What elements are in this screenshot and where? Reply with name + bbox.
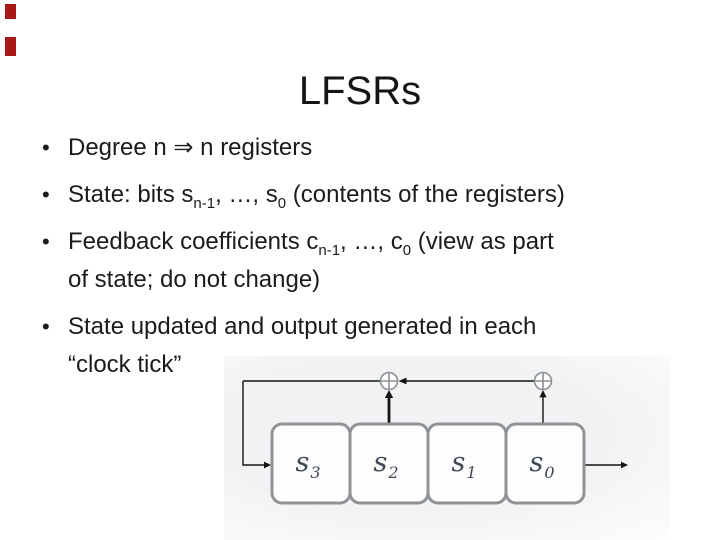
arrow-into-left-xor [398,377,407,385]
arrow-up-left-xor [384,390,394,398]
bullet-text: Feedback coefficients cn-1, …, c0 (view … [68,228,554,293]
wire-feedback-left [242,381,265,466]
bullet-glyph: • [42,135,50,160]
bullet-glyph: • [42,314,50,339]
feedback-wires [242,380,622,466]
register-label-s1: s1 [451,447,476,482]
xor-icon-left [379,371,399,391]
xor-gates [379,371,553,391]
register-boxes [270,422,586,505]
bullet-item-feedback-coefficients: • Feedback coefficients cn-1, …, c0 (view… [42,223,678,299]
arrow-up-right-xor [539,390,547,398]
bullet-text: State: bits sn-1, …, s0 (contents of the… [68,181,565,212]
red-edge-marker-bottom [5,37,16,56]
red-edge-marker-top [5,4,16,19]
bullet-text: State updated and output generated in ea… [68,313,537,378]
arrow-into-s3 [264,461,271,469]
arrowheads [264,377,628,469]
xor-icon-right [533,371,553,391]
register-label-s3: s3 [295,447,320,482]
bullet-glyph: • [42,229,50,254]
register-box-s0 [504,422,586,505]
page-title: LFSRs [298,68,422,113]
register-label-s0: s0 [529,447,554,482]
bullet-text: Degree n ⇒ n registers [68,134,313,161]
arrow-output [621,461,628,469]
bullet-list: • Degree n ⇒ n registers • State: bits sn-1… [42,129,678,393]
bullet-item-degree: • Degree n ⇒ n registers [42,129,678,167]
bullet-item-state-updated: • State updated and output generated in e… [42,308,678,384]
register-label-s2: s2 [373,447,398,482]
bullet-item-state-bits: • State: bits sn-1, …, s0 (contents of th… [42,176,678,214]
register-labels: s3 s2 s1 s0 [295,447,554,482]
lfsr-diagram: s3 s2 s1 s0 [242,371,628,505]
bullet-glyph: • [42,182,50,207]
